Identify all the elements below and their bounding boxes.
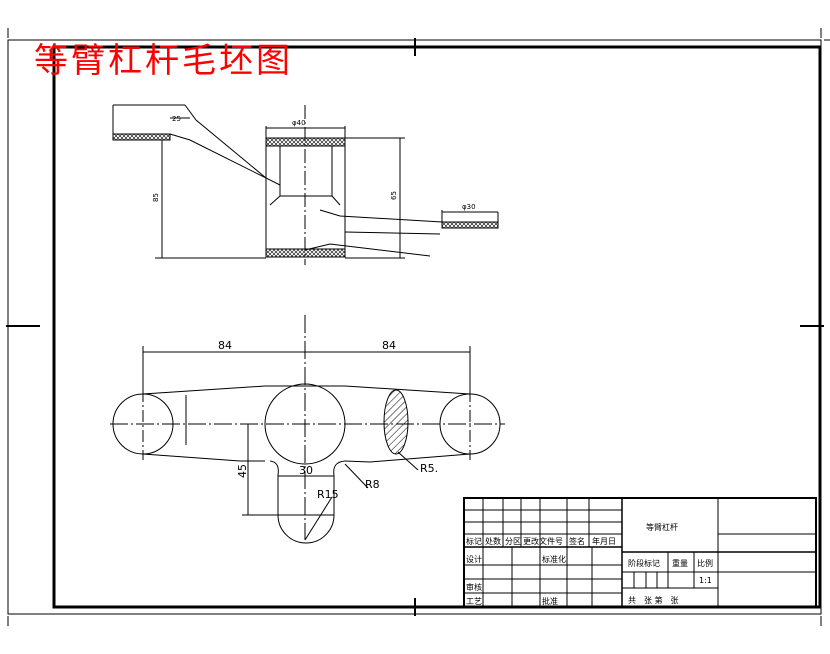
outer-border [7,39,822,615]
row-standard: 标准化 [542,554,566,564]
header-date: 年月日 [592,536,616,546]
scale-label: 比例 [697,558,713,568]
centering-marks [6,38,824,616]
boss-width-label: 30 [299,464,313,477]
header-signature: 签名 [569,536,585,546]
stage-mark-label: 阶段标记 [628,558,660,568]
title-block-headers: 标记 处数 分区 更改文件号 签名 年月日 [466,536,616,546]
drawing-frame [52,45,822,609]
front-view [110,315,505,544]
left-height-label: 85 [152,193,160,202]
top-view [112,104,499,265]
row-approve: 批准 [542,596,558,606]
title-block [463,497,817,608]
radius-r8-label: R8 [365,478,380,491]
left-span-label: 84 [218,339,232,352]
row-process: 工艺 [466,597,482,606]
boss-diameter-label: φ30 [462,203,476,211]
drawing-title: 等臂杠杆毛坯图 [34,41,293,81]
header-zone: 分区 [505,537,521,546]
right-span-label: 84 [382,339,396,352]
leader-note-label: 25 [172,115,181,123]
part-name: 等臂杠杆 [646,522,678,532]
radius-r15-label: R15 [317,488,339,501]
header-count: 处数 [485,536,501,546]
sheet-count: 共 张 第 张 [628,595,679,605]
boss-height-label: 45 [236,464,249,478]
right-height-label: 65 [390,191,398,200]
header-mark: 标记 [466,536,482,546]
weight-label: 重量 [672,558,688,568]
row-review: 审核 [466,582,482,592]
header-change-doc: 更改文件号 [523,536,563,546]
scale-value: 1:1 [699,576,712,585]
radius-r5-label: R5. [420,462,438,475]
row-design: 设计 [466,554,482,564]
corner-marks [7,28,830,626]
bore-diameter-label: φ40 [292,119,306,127]
